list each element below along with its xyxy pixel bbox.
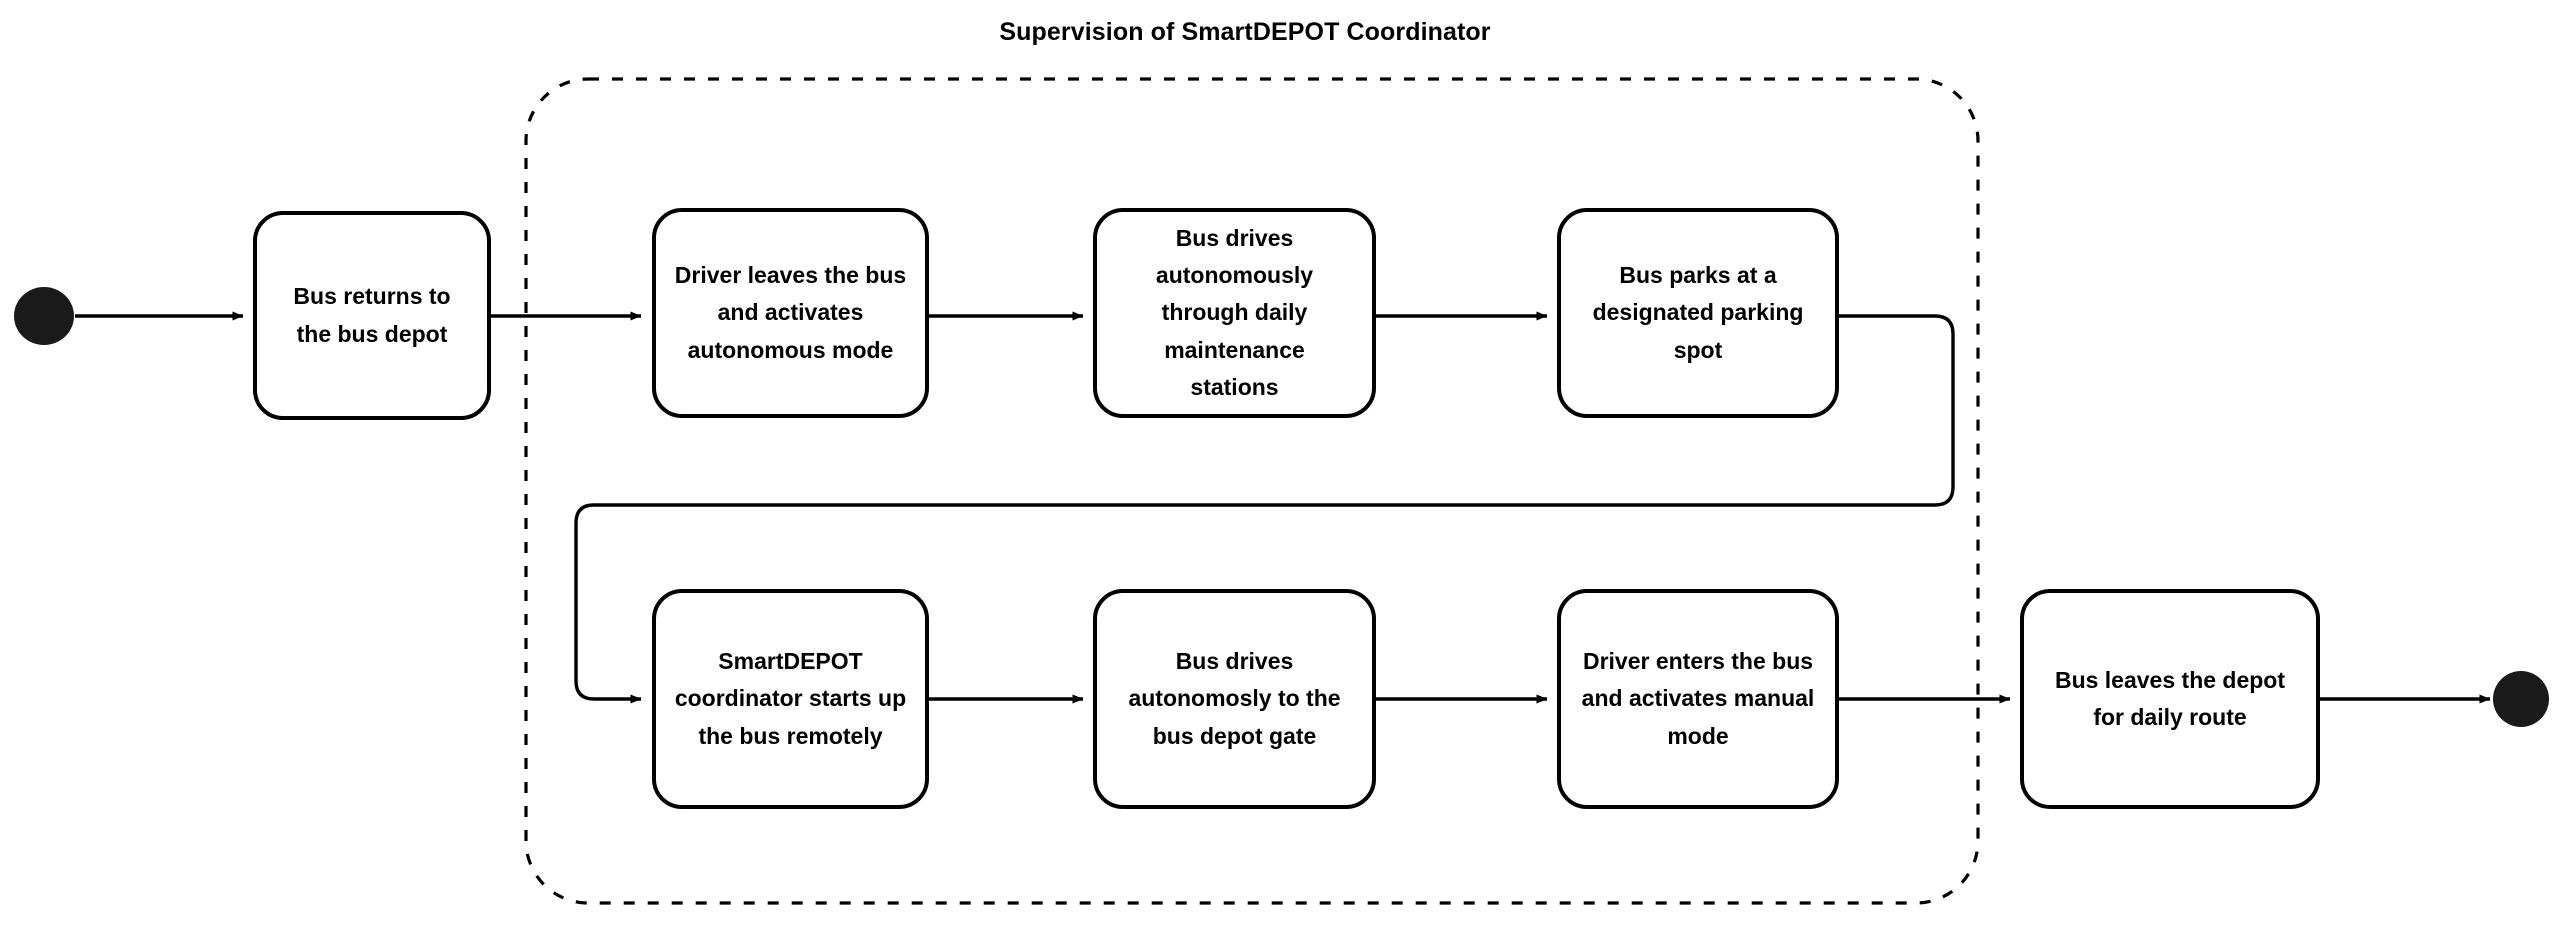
end-node [2493, 671, 2549, 727]
diagram-title: Supervision of SmartDEPOT Coordinator [999, 18, 1491, 46]
edge-n4-to-n5 [574, 314, 1955, 704]
supervision-region-boundary [524, 77, 1980, 905]
start-node [14, 287, 74, 345]
